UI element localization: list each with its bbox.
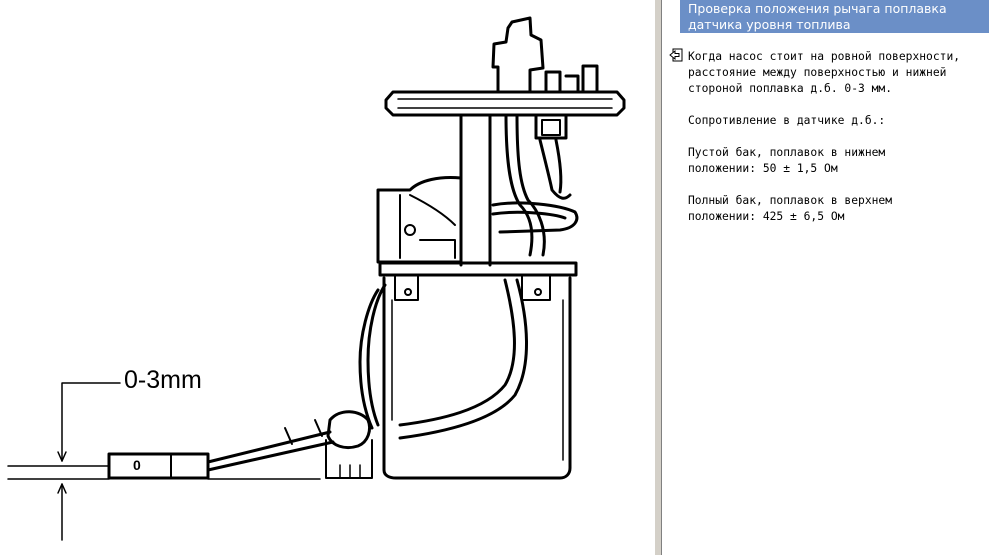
info-title-line2: датчика уровня топлива — [688, 17, 851, 32]
reference-surface — [7, 465, 110, 480]
info-title-bar: Проверка положения рычага поплавка датчи… — [680, 0, 989, 33]
back-arrow-icon[interactable] — [669, 48, 683, 62]
reservoir-body — [382, 276, 572, 480]
info-title-line1: Проверка положения рычага поплавка — [688, 1, 947, 16]
pump-top-connector — [491, 16, 545, 94]
fuel-pump-diagram — [7, 16, 626, 541]
reservoir-collar — [378, 261, 578, 277]
info-paragraph: Сопротивление в датчике д.б.: — [688, 114, 886, 127]
pane-splitter[interactable] — [654, 0, 662, 555]
diagram-pane: 0-3mm 0 — [7, 16, 626, 541]
float — [107, 452, 210, 480]
float-arm — [366, 283, 387, 427]
dimension-label: 0-3mm — [124, 366, 202, 394]
float-pivot — [326, 410, 372, 450]
info-paragraph: Полный бак, поплавок в верхнем положении… — [688, 194, 893, 223]
pump-flange — [384, 90, 626, 117]
info-paragraph: Пустой бак, поплавок в нижнем положении:… — [688, 146, 886, 175]
dimension-leader — [61, 382, 121, 462]
float-marker: 0 — [133, 457, 141, 473]
info-paragraph: Когда насос стоит на ровной поверхности,… — [688, 50, 961, 95]
info-pane: Проверка положения рычага поплавка датчи… — [662, 0, 989, 555]
info-body: Когда насос стоит на ровной поверхности,… — [688, 49, 988, 241]
pump-housing-upper — [376, 176, 463, 264]
